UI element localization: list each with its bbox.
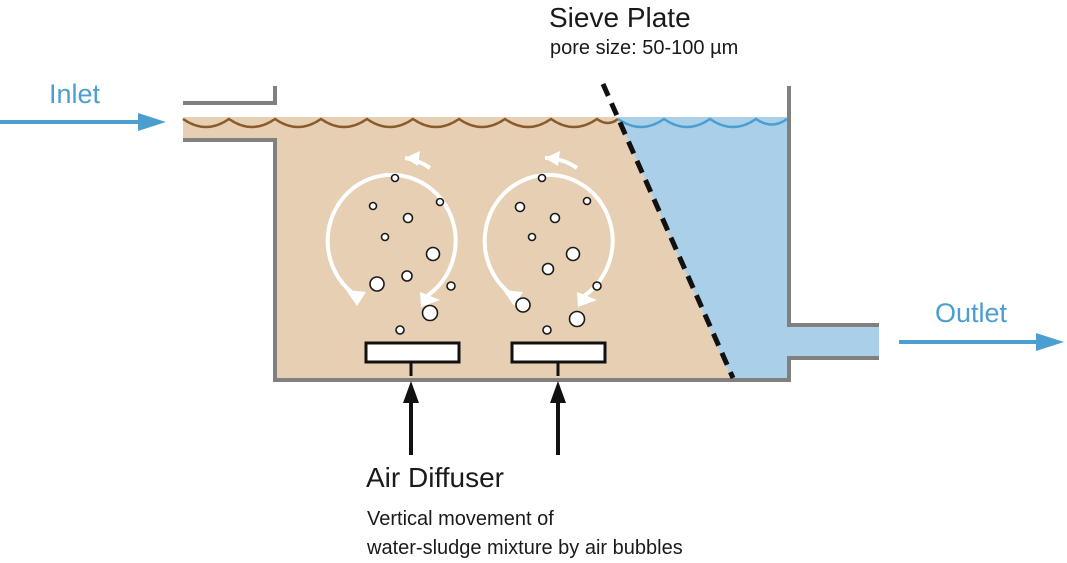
sieve-plate-pore-size: pore size: 50-100 µm [550,37,739,59]
inlet-arrow-icon [0,113,166,131]
air-diffuser-left [364,341,461,364]
sieve-plate [600,82,736,380]
air-diffuser-desc-line1: Vertical movement of [367,508,554,530]
sieve-plate-title: Sieve Plate [549,2,691,33]
sludge-surface [182,117,619,129]
sludge-mixture [183,117,732,380]
inlet-label: Inlet [49,79,101,109]
tank-outer-wall [183,138,879,382]
inlet-channel-top-wall [183,86,277,105]
air-diffuser-right [510,341,607,364]
circulation-loop-right-icon [482,151,615,307]
clear-water-zone [618,117,879,380]
outlet-arrow-icon [899,333,1064,351]
air-diffuser-title: Air Diffuser [366,462,504,493]
water-surface [617,117,788,129]
outlet-channel-top-wall [787,86,879,327]
air-supply-arrow-right-icon [550,362,566,455]
air-supply-arrow-left-icon [403,362,419,455]
air-bubbles-right [514,173,602,335]
air-diffuser-desc-line2: water-sludge mixture by air bubbles [367,537,683,559]
outlet-label: Outlet [935,298,1008,328]
air-bubbles-left [368,173,456,335]
